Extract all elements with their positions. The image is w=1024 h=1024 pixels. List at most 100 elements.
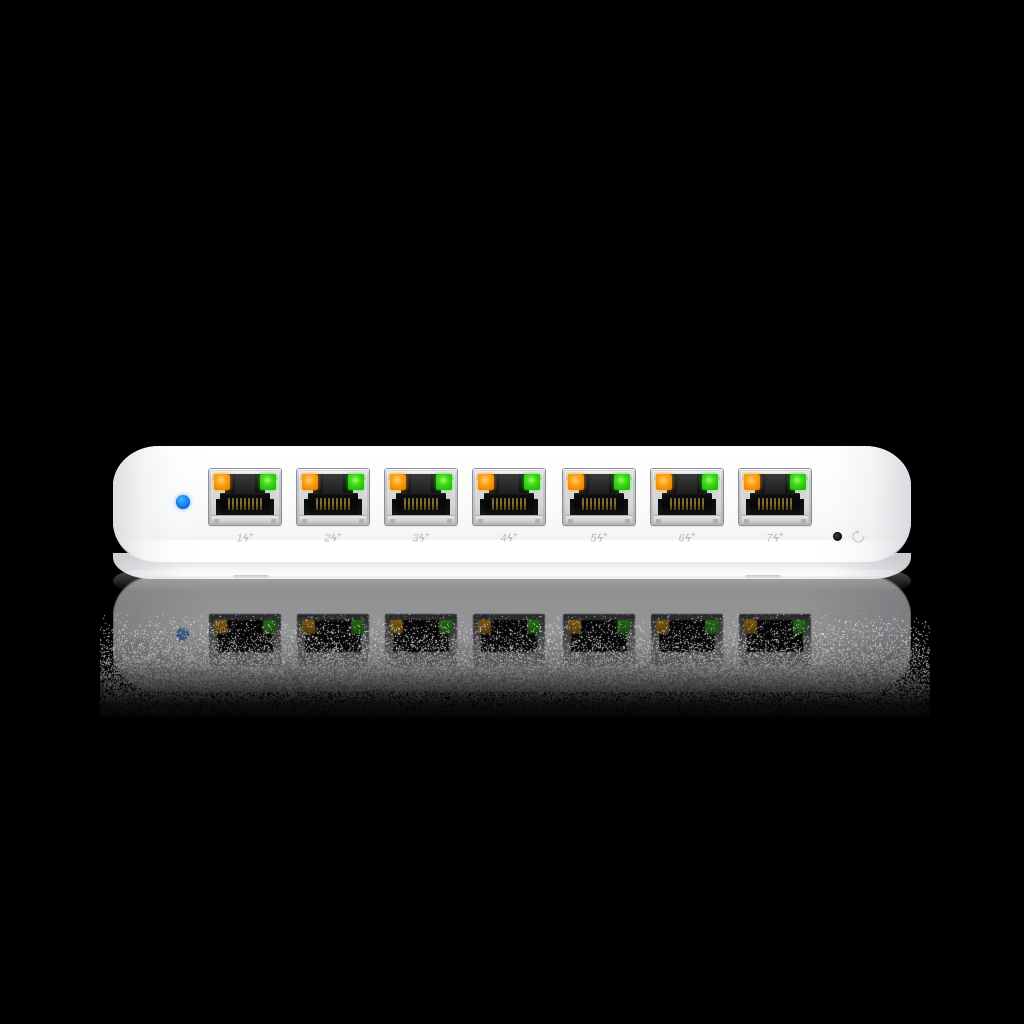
reset-group bbox=[833, 529, 866, 544]
poe-plus-mark: + bbox=[779, 532, 783, 539]
reflection-port-led-orange bbox=[214, 620, 227, 634]
port-3[interactable]: 3ϟ+ bbox=[385, 469, 457, 525]
rj45-jack-7[interactable] bbox=[739, 469, 811, 525]
reflection-port-led-orange bbox=[390, 620, 403, 634]
rj45-bottom-sill bbox=[566, 515, 632, 523]
reflection-port-led-green bbox=[351, 620, 364, 634]
chassis-body: 1ϟ+ 2ϟ+ 3ϟ+ 4ϟ+ 5ϟ+ 6ϟ+ 7ϟ+ bbox=[113, 446, 911, 562]
rj45-mount-tab bbox=[801, 519, 806, 523]
rj45-mount-tab bbox=[214, 519, 219, 523]
port-6-led-green bbox=[702, 474, 718, 490]
port-7-led-green bbox=[790, 474, 806, 490]
reflection-status-led bbox=[176, 628, 189, 641]
port-5-led-green bbox=[614, 474, 630, 490]
poe-plus-mark: + bbox=[691, 532, 695, 539]
port-7[interactable]: 7ϟ+ bbox=[739, 469, 811, 525]
reflection-port-6 bbox=[651, 614, 723, 666]
rj45-jack-4[interactable] bbox=[473, 469, 545, 525]
reflection-port-led-green bbox=[617, 620, 630, 634]
reflection-port-cavity bbox=[571, 620, 627, 652]
rj45-bottom-sill bbox=[300, 515, 366, 523]
rj45-contact-pins bbox=[404, 498, 438, 510]
reflection-port-led-orange bbox=[478, 620, 491, 634]
reflection-port-1 bbox=[209, 614, 281, 666]
rj45-plug-recess bbox=[484, 493, 534, 514]
port-6-label: 6ϟ+ bbox=[651, 529, 723, 546]
port-7-label: 7ϟ+ bbox=[739, 529, 811, 546]
port-row: 1ϟ+ 2ϟ+ 3ϟ+ 4ϟ+ 5ϟ+ 6ϟ+ 7ϟ+ bbox=[209, 469, 826, 561]
reflection-port-5 bbox=[563, 614, 635, 666]
reflection-port-cavity bbox=[217, 620, 273, 652]
reflection-fade-overlay bbox=[100, 596, 930, 721]
rj45-mount-tab bbox=[713, 519, 718, 523]
reflection-port-cavity bbox=[747, 620, 803, 652]
port-4[interactable]: 4ϟ+ bbox=[473, 469, 545, 525]
rj45-bottom-sill bbox=[742, 515, 808, 523]
rj45-plug-recess bbox=[220, 493, 270, 514]
reflection-port-led-green bbox=[527, 620, 540, 634]
rj45-jack-3[interactable] bbox=[385, 469, 457, 525]
chassis-left-end-shading bbox=[113, 446, 208, 562]
rj45-jack-6[interactable] bbox=[651, 469, 723, 525]
rj45-mount-tab bbox=[447, 519, 452, 523]
port-6[interactable]: 6ϟ+ bbox=[651, 469, 723, 525]
chassis-lip-notch bbox=[233, 575, 269, 578]
reflection-left-shading bbox=[113, 576, 208, 692]
port-4-led-orange bbox=[478, 474, 494, 490]
rj45-plug-recess bbox=[308, 493, 358, 514]
status-led bbox=[176, 495, 190, 509]
reset-pinhole[interactable] bbox=[833, 532, 842, 541]
reflection-port-2 bbox=[297, 614, 369, 666]
rj45-jack-1[interactable] bbox=[209, 469, 281, 525]
rj45-jack-2[interactable] bbox=[297, 469, 369, 525]
rj45-contact-pins bbox=[492, 498, 526, 510]
rj45-plug-recess bbox=[750, 493, 800, 514]
rj45-contact-pins bbox=[758, 498, 792, 510]
port-7-led-orange bbox=[744, 474, 760, 490]
reflection-port-cavity bbox=[659, 620, 715, 652]
poe-plus-mark: + bbox=[337, 532, 341, 539]
reflection-port-led-green bbox=[263, 620, 276, 634]
port-2-label: 2ϟ+ bbox=[297, 529, 369, 546]
port-3-led-green bbox=[436, 474, 452, 490]
port-3-led-orange bbox=[390, 474, 406, 490]
port-1-led-orange bbox=[214, 474, 230, 490]
reflection-port-led-green bbox=[793, 620, 806, 634]
port-2-led-orange bbox=[302, 474, 318, 490]
reflection-port-led-orange bbox=[568, 620, 581, 634]
poe-plus-mark: + bbox=[603, 532, 607, 539]
poe-plus-mark: + bbox=[425, 532, 429, 539]
port-4-label: 4ϟ+ bbox=[473, 529, 545, 546]
rj45-mount-tab bbox=[302, 519, 307, 523]
reflection-port-led-green bbox=[439, 620, 452, 634]
port-2[interactable]: 2ϟ+ bbox=[297, 469, 369, 525]
rj45-plug-recess bbox=[574, 493, 624, 514]
port-1-label: 1ϟ+ bbox=[209, 529, 281, 546]
chassis-lip-notch bbox=[745, 575, 781, 578]
rj45-jack-5[interactable] bbox=[563, 469, 635, 525]
rj45-contact-pins bbox=[670, 498, 704, 510]
rj45-contact-pins bbox=[582, 498, 616, 510]
port-5[interactable]: 5ϟ+ bbox=[563, 469, 635, 525]
reflection-noise-dither bbox=[100, 612, 930, 717]
port-2-led-green bbox=[348, 474, 364, 490]
poe-plus-mark: + bbox=[513, 532, 517, 539]
rj45-plug-recess bbox=[662, 493, 712, 514]
reflection-port-cavity bbox=[481, 620, 537, 652]
reflection-port-led-orange bbox=[656, 620, 669, 634]
port-3-label: 3ϟ+ bbox=[385, 529, 457, 546]
rj45-plug-recess bbox=[396, 493, 446, 514]
port-1[interactable]: 1ϟ+ bbox=[209, 469, 281, 525]
reflection-port-3 bbox=[385, 614, 457, 666]
rj45-bottom-sill bbox=[212, 515, 278, 523]
rj45-mount-tab bbox=[478, 519, 483, 523]
reflection-port-led-orange bbox=[302, 620, 315, 634]
device-reflection bbox=[113, 576, 911, 708]
reset-icon bbox=[851, 529, 866, 544]
rj45-mount-tab bbox=[535, 519, 540, 523]
port-6-led-orange bbox=[656, 474, 672, 490]
port-5-led-orange bbox=[568, 474, 584, 490]
rj45-bottom-sill bbox=[388, 515, 454, 523]
reflection-mirror bbox=[113, 576, 911, 708]
